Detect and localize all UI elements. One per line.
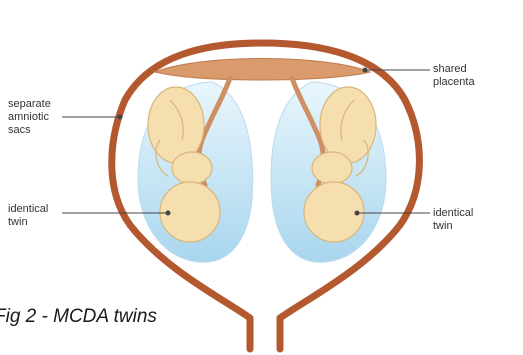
label-identical-twin-left: identical twin (8, 203, 48, 229)
leader-line-separate-sacs (62, 115, 123, 120)
figure-caption: Fig 2 - MCDA twins (0, 306, 157, 328)
label-separate-amniotic-sacs: separate amniotic sacs (8, 98, 51, 137)
shared-placenta (155, 59, 370, 81)
label-shared-placenta: shared placenta (433, 63, 475, 89)
label-identical-twin-right: identical twin (433, 207, 473, 233)
